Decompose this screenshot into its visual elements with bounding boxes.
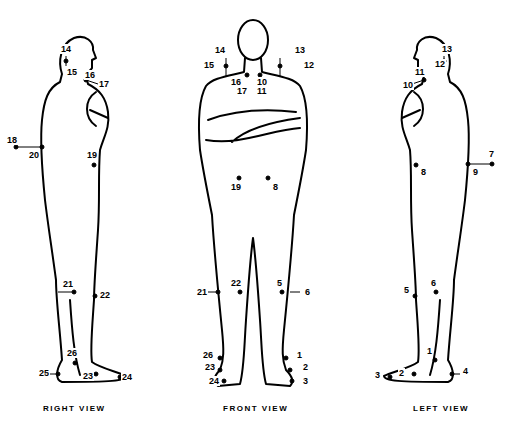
callout-number: 23 — [82, 371, 94, 381]
callout-number: 3 — [374, 370, 381, 380]
view-title: RIGHT VIEW — [42, 404, 107, 414]
callout-number: 14 — [60, 44, 72, 54]
callout-number: 26 — [202, 350, 214, 360]
callout-number: 26 — [66, 348, 78, 358]
callout-number: 16 — [84, 70, 96, 80]
callout-number: 21 — [196, 287, 208, 297]
callout-number: 2 — [398, 368, 405, 378]
callout-number: 5 — [276, 278, 283, 288]
callout-number: 17 — [98, 79, 110, 89]
callout-number: 8 — [272, 182, 279, 192]
callout-number: 2 — [302, 362, 309, 372]
callout-number: 23 — [204, 362, 216, 372]
view-title: FRONT VIEW — [222, 404, 289, 414]
callout-number: 7 — [488, 149, 495, 159]
callout-number: 6 — [430, 278, 437, 288]
callout-number: 21 — [62, 279, 74, 289]
callout-number: 19 — [230, 182, 242, 192]
callout-number: 6 — [304, 287, 311, 297]
callout-number: 24 — [121, 372, 133, 382]
callout-number: 9 — [472, 167, 479, 177]
callout-number: 20 — [28, 150, 40, 160]
callout-number: 18 — [6, 135, 18, 145]
callout-number: 8 — [420, 167, 427, 177]
callout-number: 24 — [208, 376, 220, 386]
callout-number: 15 — [66, 67, 78, 77]
callout-number: 1 — [426, 346, 433, 356]
callout-number: 11 — [414, 67, 426, 77]
callout-number: 12 — [303, 60, 315, 70]
callout-number: 5 — [403, 285, 410, 295]
view-title: LEFT VIEW — [412, 404, 470, 414]
callout-number: 1 — [296, 350, 303, 360]
callout-number: 17 — [236, 86, 248, 96]
callout-number: 15 — [203, 60, 215, 70]
callout-number: 13 — [441, 44, 453, 54]
callout-number: 4 — [462, 366, 469, 376]
callout-number: 13 — [294, 45, 306, 55]
callout-number: 11 — [256, 86, 268, 96]
callout-number: 22 — [230, 278, 242, 288]
callout-number: 25 — [38, 368, 50, 378]
callout-number: 19 — [86, 150, 98, 160]
callout-number: 3 — [302, 376, 309, 386]
callout-number: 12 — [434, 59, 446, 69]
callout-number: 10 — [402, 80, 414, 90]
callout-number: 14 — [214, 45, 226, 55]
callout-number: 22 — [99, 290, 111, 300]
